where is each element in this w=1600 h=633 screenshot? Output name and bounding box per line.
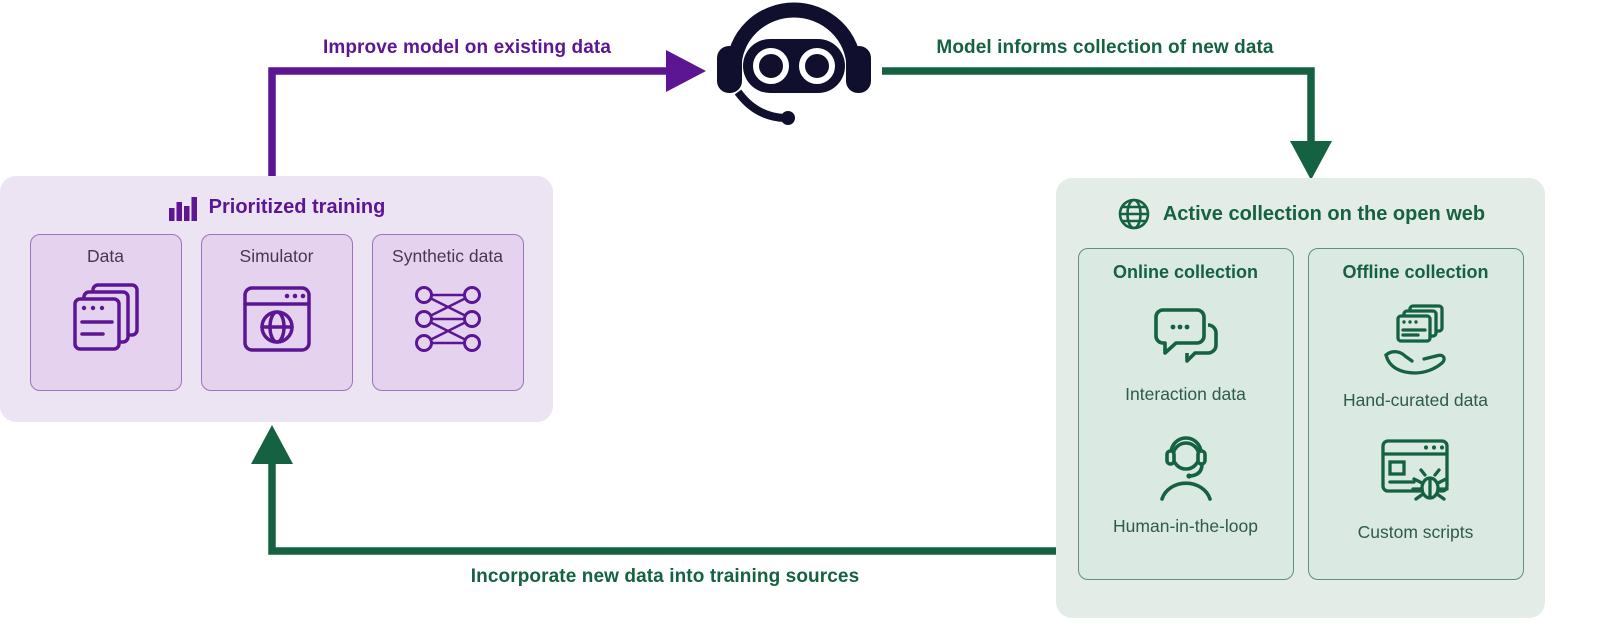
online-item-label: Human-in-the-loop xyxy=(1113,516,1258,536)
neural-network-icon xyxy=(409,280,487,358)
training-card-label: Synthetic data xyxy=(392,246,503,266)
improve-model-arrow xyxy=(268,50,706,178)
training-box-header: Prioritized training xyxy=(0,176,553,221)
hand-documents-icon xyxy=(1376,303,1456,379)
online-item-label: Interaction data xyxy=(1125,384,1246,404)
model-informs-label: Model informs collection of new data xyxy=(936,37,1274,58)
improve-model-label: Improve model on existing data xyxy=(322,37,612,58)
training-cards-row: Data Simulator xyxy=(0,234,553,391)
collection-columns: Online collection Interaction data xyxy=(1056,248,1545,580)
online-collection-title: Online collection xyxy=(1112,262,1259,282)
bar-chart-icon xyxy=(168,194,198,221)
prioritized-training-box: Prioritized training Data xyxy=(0,176,553,422)
globe-icon xyxy=(1116,196,1152,232)
incorporate-data-label: Incorporate new data into training sourc… xyxy=(470,566,860,587)
offline-item-label: Custom scripts xyxy=(1357,522,1474,542)
training-card-simulator: Simulator xyxy=(200,234,353,391)
online-collection-card: Online collection Interaction data xyxy=(1077,248,1294,580)
training-box-title: Prioritized training xyxy=(208,196,386,218)
headset-agent-icon xyxy=(1146,429,1226,505)
collection-box-title: Active collection on the open web xyxy=(1162,202,1486,225)
active-collection-box: Active collection on the open web Online… xyxy=(1056,178,1545,618)
training-card-label: Data xyxy=(87,246,124,266)
browser-globe-icon xyxy=(238,280,316,360)
training-card-data: Data xyxy=(29,234,182,391)
robot-icon xyxy=(708,2,880,136)
training-card-synthetic: Synthetic data xyxy=(371,234,524,391)
collection-box-header: Active collection on the open web xyxy=(1056,178,1545,232)
training-card-label: Simulator xyxy=(239,246,314,266)
chat-bubbles-icon xyxy=(1146,303,1226,373)
browser-bug-icon xyxy=(1376,435,1456,511)
offline-item-label: Hand-curated data xyxy=(1343,390,1488,410)
offline-collection-card: Offline collection Ha xyxy=(1307,248,1524,580)
incorporate-data-arrow xyxy=(251,425,1058,555)
model-informs-arrow xyxy=(882,67,1332,180)
stacked-documents-icon xyxy=(67,280,145,360)
offline-collection-title: Offline collection xyxy=(1342,262,1489,282)
